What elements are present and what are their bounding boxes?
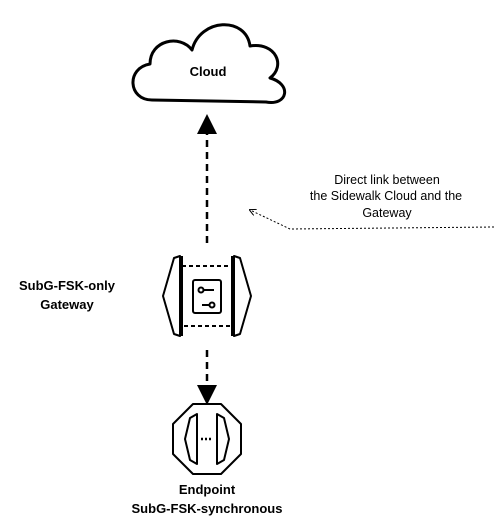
annotation: Direct link between the Sidewalk Cloud a… <box>250 173 495 230</box>
gateway-label-line2: Gateway <box>40 297 94 312</box>
cloud-label: Cloud <box>190 64 227 79</box>
annotation-pointer <box>250 210 495 230</box>
gateway-icon <box>162 255 252 337</box>
cloud-icon <box>131 23 287 104</box>
endpoint-label-line2: SubG-FSK-synchronous <box>132 501 283 516</box>
chip-icon <box>192 279 222 314</box>
annotation-line1: Direct link between <box>334 173 440 187</box>
cloud-node: Cloud <box>131 23 287 104</box>
endpoint-label-line1: Endpoint <box>179 482 236 497</box>
gateway-node: SubG-FSK-only Gateway <box>19 255 252 337</box>
endpoint-node: Endpoint SubG-FSK-synchronous <box>132 403 283 516</box>
gateway-label-line1: SubG-FSK-only <box>19 278 116 293</box>
annotation-line2: the Sidewalk Cloud and the <box>310 189 462 203</box>
annotation-line3: Gateway <box>362 206 412 220</box>
endpoint-icon <box>172 403 242 475</box>
